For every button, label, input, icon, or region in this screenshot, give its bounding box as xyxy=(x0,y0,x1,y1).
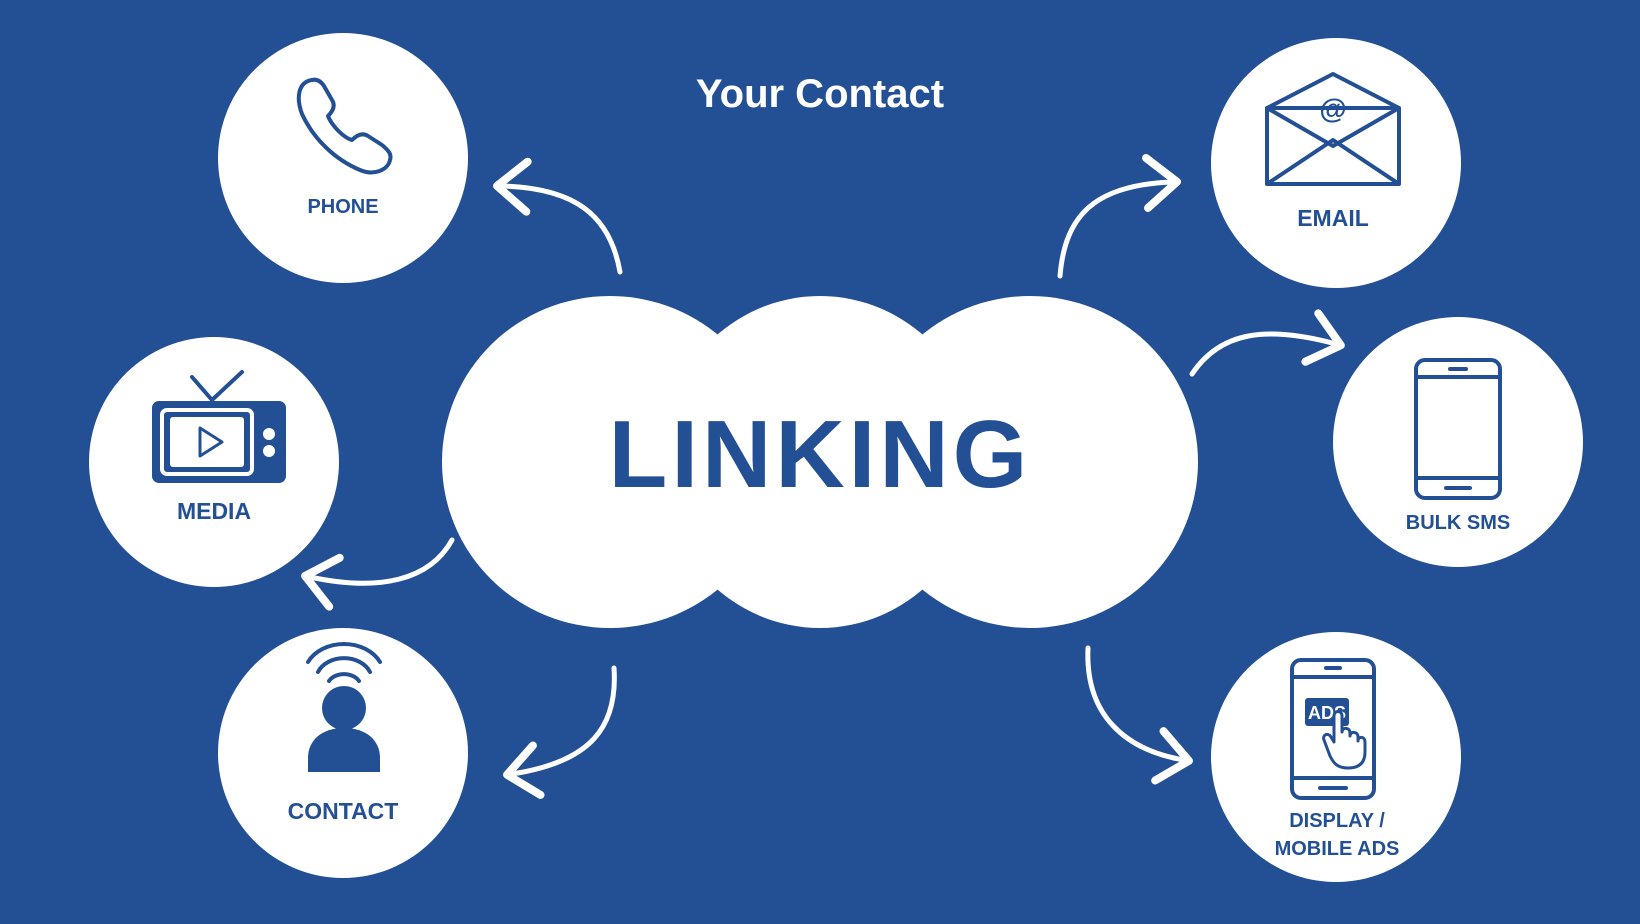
center-label: LINKING xyxy=(608,401,1032,508)
arrow-to-media xyxy=(301,537,455,611)
contact-label: CONTACT xyxy=(287,798,399,824)
arrow-to-email xyxy=(1057,154,1181,279)
person-signal-icon xyxy=(306,642,382,772)
arrow-to-phone xyxy=(493,157,623,275)
arrow-to-sms xyxy=(1189,309,1345,377)
ads-label-line1: DISPLAY / xyxy=(1289,810,1385,832)
media-label: MEDIA xyxy=(176,498,252,524)
arrow-to-ads xyxy=(1085,645,1193,785)
email-label: EMAIL xyxy=(1297,205,1369,231)
envelope-icon: @ xyxy=(1265,72,1401,186)
svg-text:@: @ xyxy=(1319,93,1346,124)
sms-label: BULK SMS xyxy=(1405,512,1511,534)
phone-handset-icon xyxy=(296,77,393,175)
mobile-ads-icon: ADS xyxy=(1290,658,1376,800)
arrow-to-contact xyxy=(503,665,617,799)
sms-node xyxy=(1333,317,1583,567)
ads-label-line2: MOBILE ADS xyxy=(1274,838,1400,860)
smartphone-icon xyxy=(1414,358,1502,500)
center-cloud xyxy=(442,296,1198,628)
tv-icon xyxy=(152,370,286,483)
phone-node xyxy=(218,33,468,283)
pointer-hand-icon xyxy=(1322,710,1367,770)
page-title: Your Contact xyxy=(695,72,945,116)
phone-label: PHONE xyxy=(307,196,379,218)
